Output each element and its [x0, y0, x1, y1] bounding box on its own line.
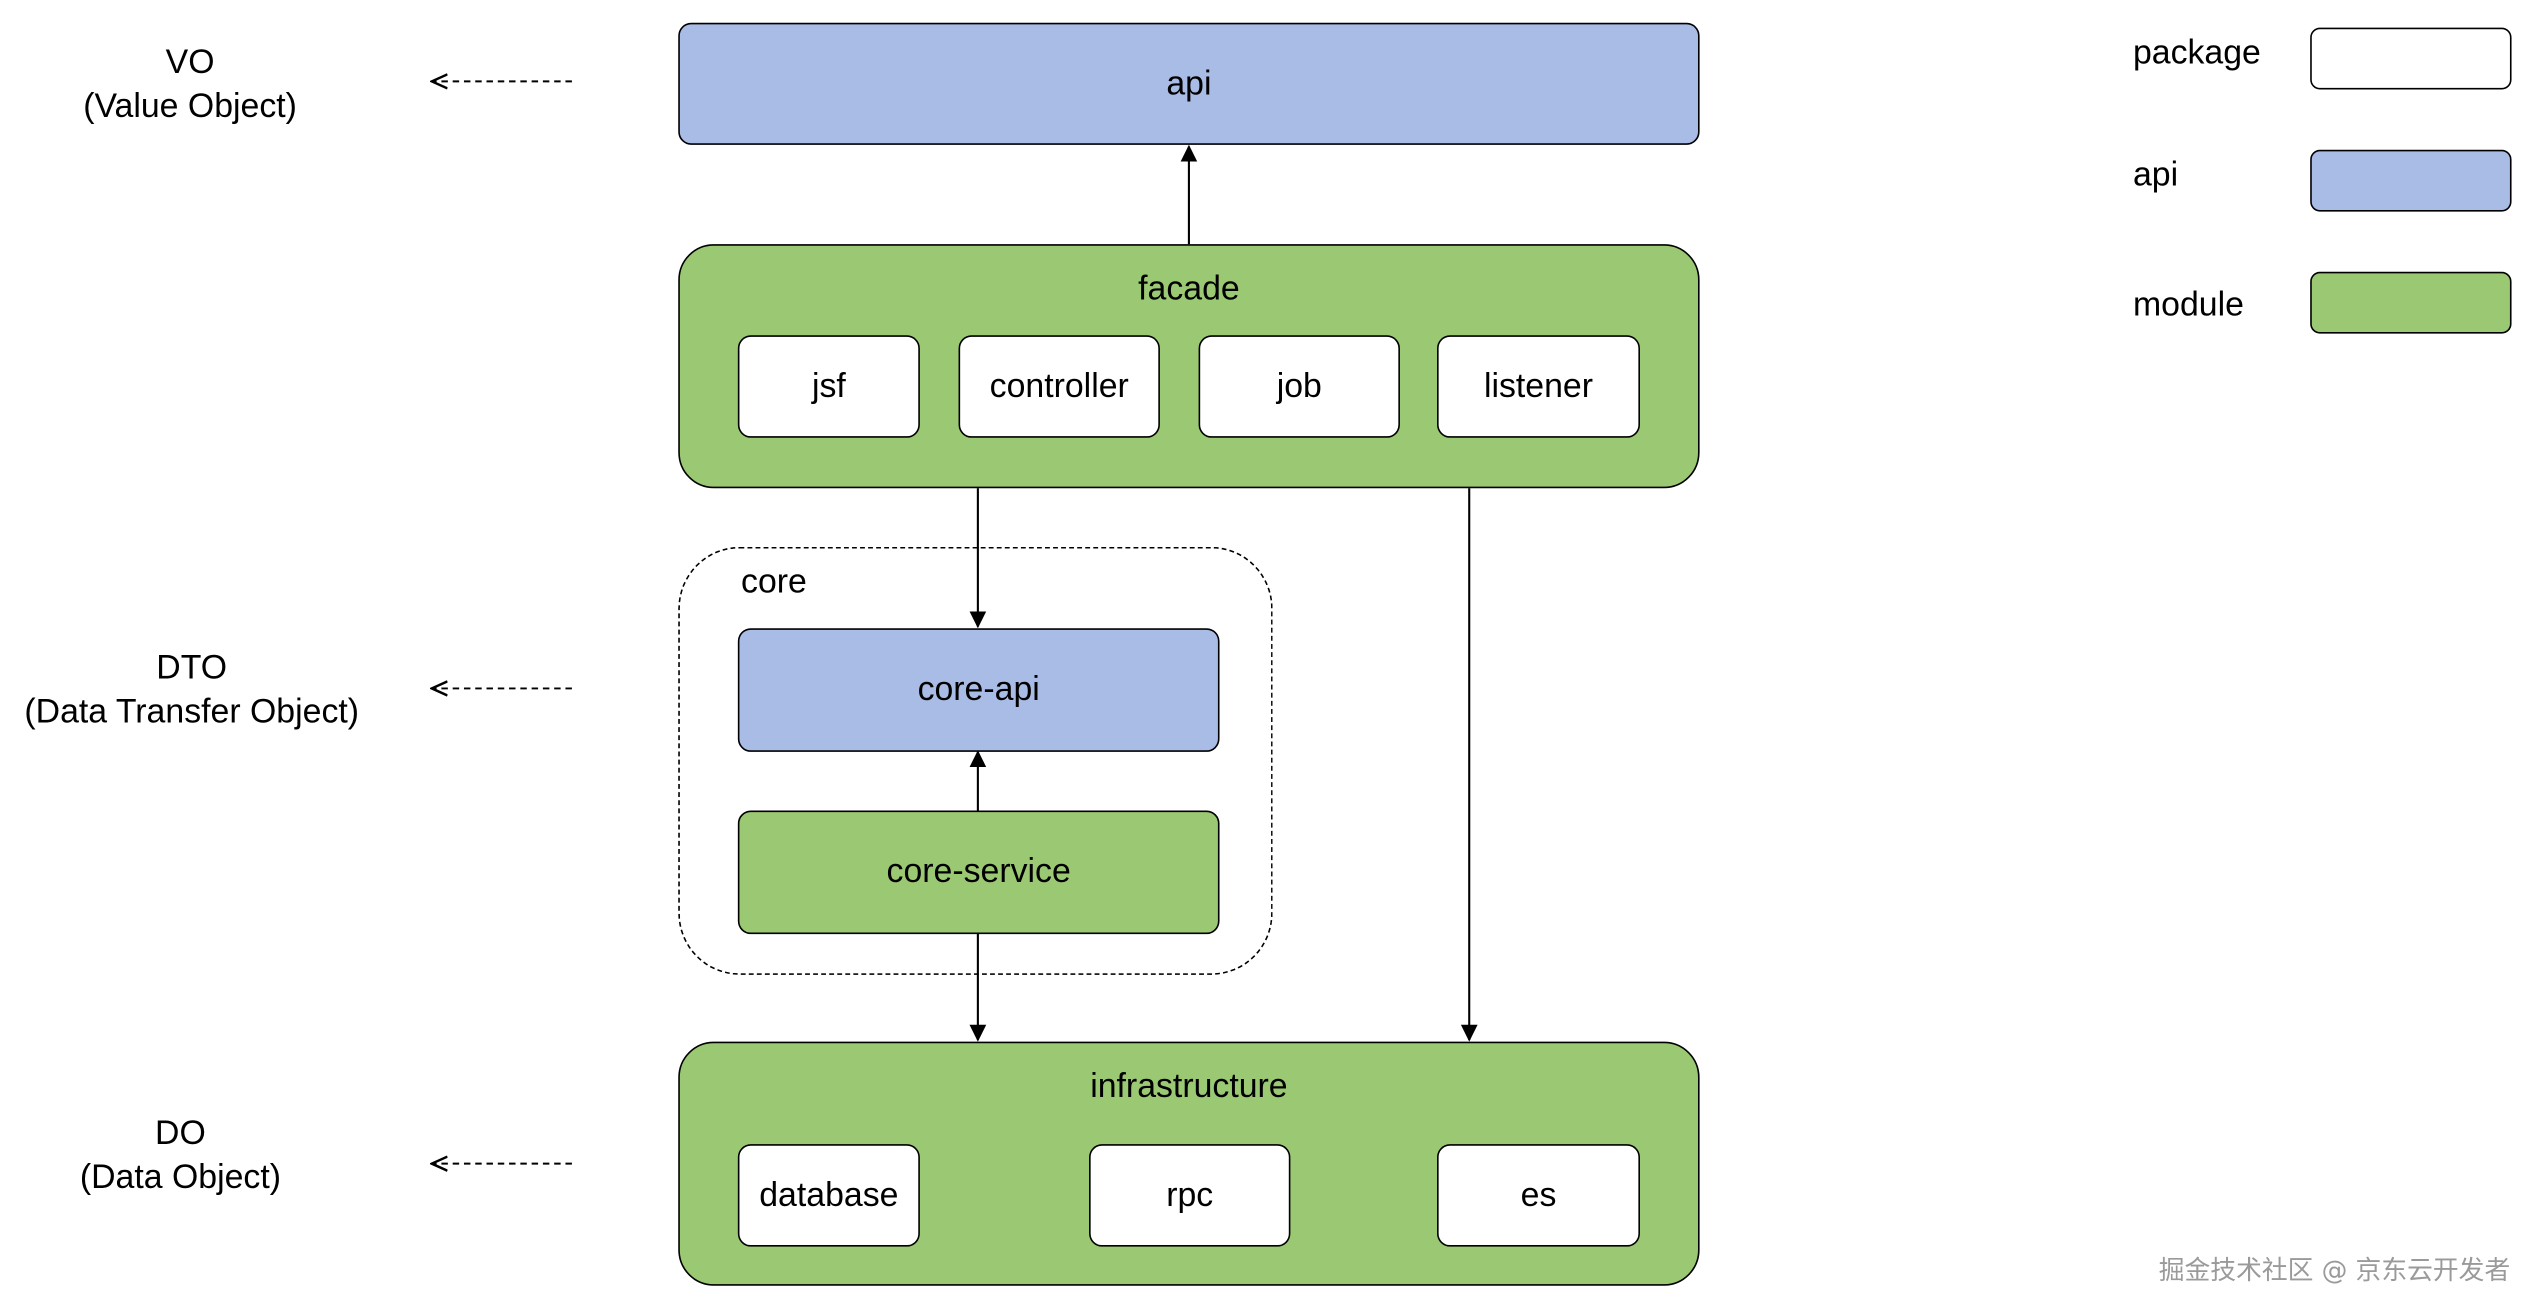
package-database: database	[737, 1144, 920, 1247]
facade-module-label: facade	[1138, 270, 1240, 308]
layer-desc-vo: (Value Object)	[83, 87, 297, 126]
package-listener: listener	[1437, 335, 1640, 438]
legend-swatch-package	[2310, 27, 2512, 90]
layer-name-vo: VO	[165, 43, 215, 82]
legend-label-api: api	[2132, 156, 2179, 194]
legend-swatch-module	[2310, 271, 2512, 334]
core-group	[678, 546, 1273, 975]
layer-name-do: DO	[155, 1114, 206, 1153]
watermark: 掘金技术社区 @ 京东云开发者	[2158, 1254, 2511, 1286]
package-rpc: rpc	[1089, 1144, 1291, 1247]
core-group-label: core	[741, 563, 807, 601]
package-job: job	[1198, 335, 1400, 438]
core-service-module-label: core-service	[886, 852, 1071, 891]
layer-desc-do: (Data Object)	[79, 1158, 282, 1197]
layer-label-vo: VO (Value Object)	[61, 41, 319, 129]
layer-desc-dto: (Data Transfer Object)	[24, 693, 360, 731]
core-api-module: core-api	[737, 628, 1220, 752]
legend-label-module: module	[2132, 286, 2244, 324]
core-service-module: core-service	[737, 810, 1220, 935]
package-es: es	[1437, 1144, 1640, 1247]
package-controller: controller	[958, 335, 1160, 438]
layer-name-dto: DTO	[156, 649, 228, 687]
legend-swatch-api	[2310, 149, 2512, 212]
api-module: api	[678, 22, 1700, 145]
layer-label-dto: DTO (Data Transfer Object)	[0, 646, 383, 734]
infrastructure-module-label: infrastructure	[1090, 1067, 1288, 1106]
layer-label-do: DO (Data Object)	[52, 1112, 310, 1200]
core-api-module-label: core-api	[917, 670, 1040, 708]
api-module-label: api	[1166, 64, 1212, 102]
legend-label-package: package	[2132, 34, 2261, 72]
package-jsf: jsf	[737, 335, 920, 438]
